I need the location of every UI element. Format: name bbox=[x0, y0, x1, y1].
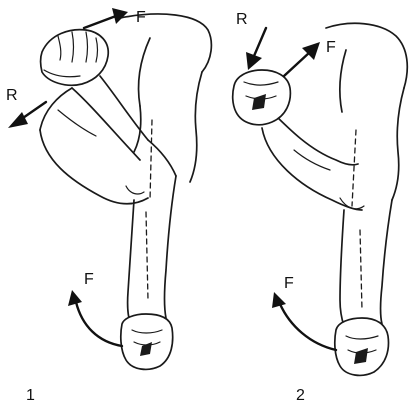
panel-2-raised-fist bbox=[233, 70, 291, 125]
panel-1-force-arrow-upper bbox=[84, 8, 128, 28]
panel-2-force-arrow-upper bbox=[284, 42, 320, 76]
panel-1-force-arrow-lower bbox=[68, 290, 122, 346]
panel-1-lower-fist bbox=[121, 314, 173, 369]
panel-2-lower-fist bbox=[335, 318, 389, 375]
panel-1-resistance-label: R bbox=[6, 87, 18, 104]
panel-2-lower-arm bbox=[340, 200, 392, 326]
panel-2-force-label-upper: F bbox=[326, 39, 336, 56]
panel-1-lower-arm bbox=[128, 176, 176, 322]
panel-2-resistance-label: R bbox=[236, 11, 248, 28]
panel-1: F R F 1 bbox=[6, 8, 211, 404]
panel-1-force-label-lower: F bbox=[84, 271, 94, 288]
panel-2-force-label-lower: F bbox=[284, 275, 294, 292]
panel-1-clasped-hands bbox=[41, 30, 109, 86]
panel-2-resistance-arrow bbox=[246, 28, 266, 70]
panel-1-resistance-arrow bbox=[8, 102, 46, 128]
panel-1-force-label-upper: F bbox=[136, 9, 146, 26]
panel-2-torso-outline bbox=[326, 23, 407, 206]
panel-1-torso-outline bbox=[120, 14, 211, 200]
panel-2-force-arrow-lower bbox=[272, 292, 336, 350]
panel-1-crossed-forearm bbox=[40, 76, 176, 204]
panel-1-number: 1 bbox=[26, 387, 35, 404]
panel-2: R F F 2 bbox=[233, 11, 408, 404]
panel-2-number: 2 bbox=[296, 387, 305, 404]
panel-2-bent-forearm bbox=[262, 110, 364, 210]
